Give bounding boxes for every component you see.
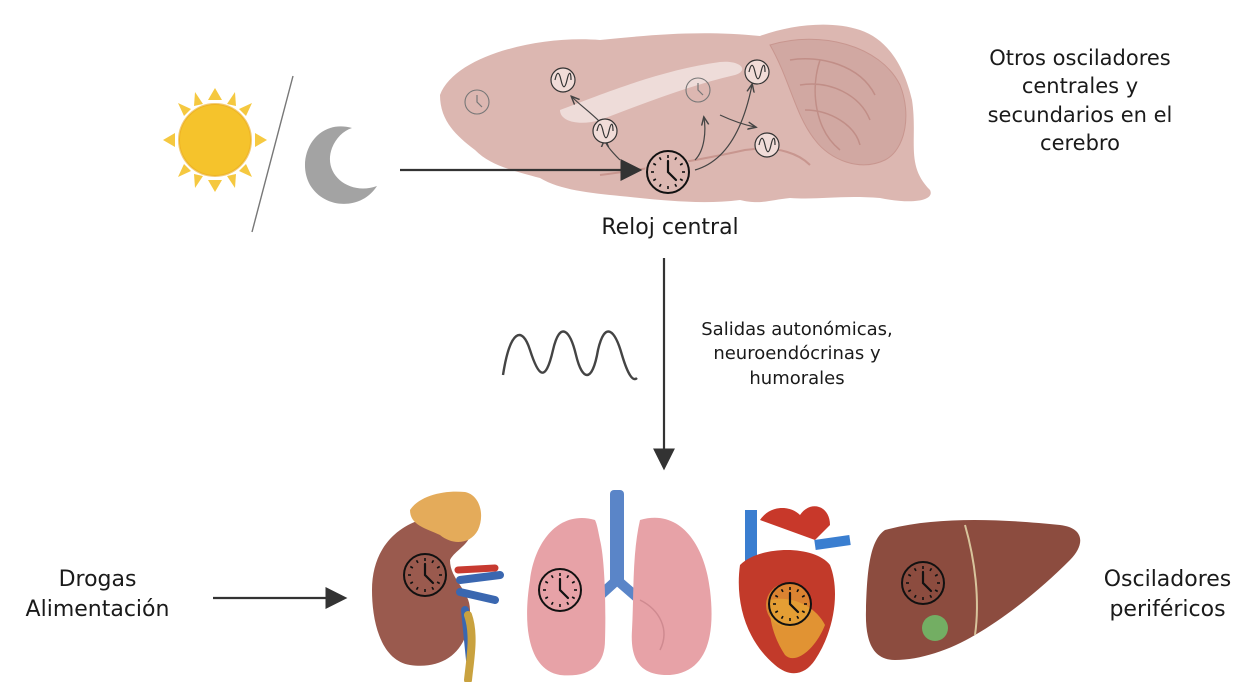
- label-line: Salidas autonómicas,: [672, 318, 922, 342]
- oscillator-icon: [755, 133, 779, 157]
- label-line: Drogas: [0, 565, 195, 595]
- moon-icon: [305, 126, 377, 203]
- wave-icon: [503, 331, 637, 379]
- outputs-label: Salidas autonómicas, neuroendócrinas y h…: [672, 318, 922, 391]
- label-line: centrales y: [935, 72, 1225, 100]
- label-line: secundarios en el: [935, 101, 1225, 129]
- other-oscillators-label: Otros osciladores centrales y secundario…: [935, 44, 1225, 157]
- inputs-label: Drogas Alimentación: [0, 565, 195, 624]
- label-line: humorales: [672, 367, 922, 391]
- heart-illustration: [739, 506, 850, 673]
- label-line: Alimentación: [0, 595, 195, 625]
- oscillator-icon: [745, 60, 769, 84]
- liver-illustration: [866, 520, 1080, 660]
- label-line: periféricos: [1080, 595, 1255, 625]
- label-line: neuroendócrinas y: [672, 342, 922, 366]
- label-line: cerebro: [935, 129, 1225, 157]
- peripheral-label: Osciladores periféricos: [1080, 565, 1255, 624]
- oscillator-icon: [593, 119, 617, 143]
- lungs-illustration: [527, 490, 711, 675]
- label-line: Otros osciladores: [935, 44, 1225, 72]
- central-clock-icon: [645, 149, 691, 195]
- central-clock-label: Reloj central: [560, 213, 780, 243]
- sun-icon: [163, 88, 267, 192]
- label-line: Osciladores: [1080, 565, 1255, 595]
- kidney-illustration: [372, 492, 500, 680]
- oscillator-icon: [551, 68, 575, 92]
- sun-moon-divider: [252, 76, 293, 232]
